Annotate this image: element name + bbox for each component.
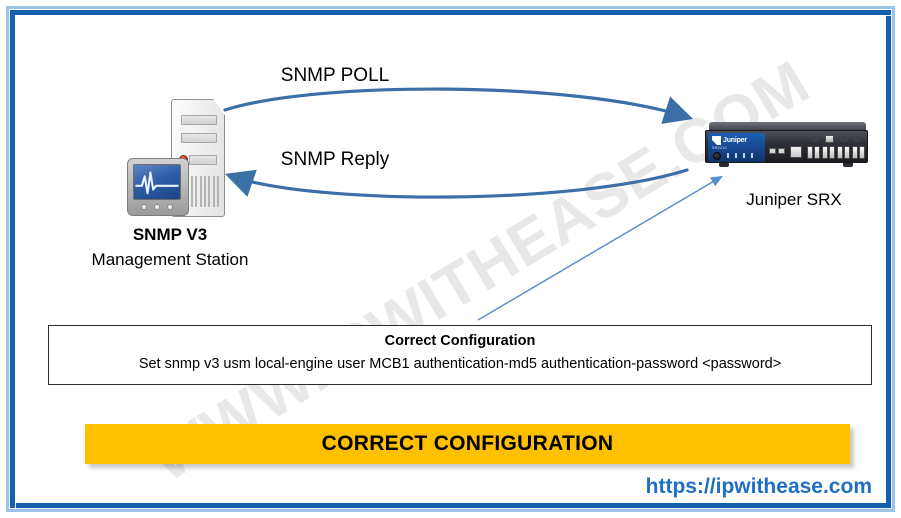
site-url-link[interactable]: https://ipwithease.com <box>645 475 872 498</box>
server-bay-icon <box>189 155 217 165</box>
router-foot <box>843 163 853 167</box>
router-ethernet-ports-icon <box>807 146 865 159</box>
ecg-waveform-icon <box>135 171 179 195</box>
server-bay-icon <box>181 133 217 143</box>
configuration-box: Correct Configuration Set snmp v3 usm lo… <box>48 325 872 385</box>
snmp-station-subtitle: Management Station <box>91 250 249 269</box>
juniper-logo-icon: Juniper <box>712 136 747 145</box>
monitor-icon <box>127 158 189 216</box>
router-model-label: SRX210 <box>712 146 727 150</box>
juniper-srx-icon: Juniper SRX210 <box>705 122 870 182</box>
monitor-buttons-icon <box>141 204 173 210</box>
juniper-logo-mark <box>712 136 721 145</box>
router-usb-port-icon <box>769 148 776 154</box>
router-knob-icon <box>713 152 721 160</box>
snmp-station-icon <box>127 99 257 224</box>
juniper-srx-label: Juniper SRX <box>746 190 842 209</box>
router-top-cover <box>709 122 866 131</box>
configuration-title: Correct Configuration <box>384 333 536 349</box>
router-console-port-icon <box>790 146 802 158</box>
diagram-stage: WWW.IPWITHEASE.COM <box>15 15 886 503</box>
snmp-reply-arrow <box>224 168 689 199</box>
router-top-ports-icon <box>811 134 861 143</box>
config-to-router-pointer <box>477 175 723 321</box>
snmp-poll-label: SNMP POLL <box>280 65 390 86</box>
snmp-station-title: SNMP V3 <box>132 225 208 244</box>
correct-configuration-banner: CORRECT CONFIGURATION <box>85 424 850 464</box>
router-usb-port-icon <box>778 148 785 154</box>
router-front-panel: Juniper SRX210 <box>708 133 765 162</box>
monitor-screen <box>133 164 181 200</box>
snmp-reply-label: SNMP Reply <box>280 149 390 170</box>
banner-label: CORRECT CONFIGURATION <box>321 432 614 455</box>
router-chassis: Juniper SRX210 <box>705 130 868 163</box>
router-status-leds-icon <box>727 153 753 158</box>
server-bay-icon <box>181 115 217 125</box>
configuration-command: Set snmp v3 usm local-engine user MCB1 a… <box>138 356 782 372</box>
snmp-poll-arrow <box>223 87 694 124</box>
router-foot <box>719 163 729 167</box>
juniper-brand-label: Juniper <box>723 137 747 144</box>
